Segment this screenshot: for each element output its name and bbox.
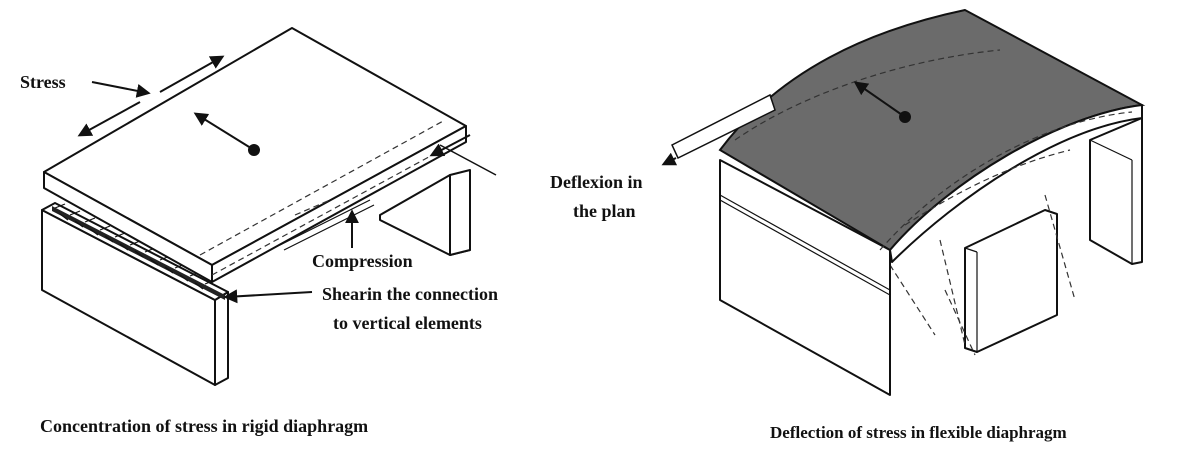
rigid-caption: Concentration of stress in rigid diaphra…	[40, 416, 368, 436]
rigid-force-arrow	[193, 112, 255, 151]
flexible-right-wall	[1089, 117, 1143, 265]
flexible-slab-edge	[889, 104, 1143, 263]
stress-label: Stress	[20, 72, 66, 92]
shear-arrow	[223, 289, 313, 304]
flexible-front-wall	[719, 159, 891, 396]
stress-pointer	[91, 81, 151, 98]
deflexion-pointer	[661, 152, 678, 166]
rigid-right-wall	[379, 169, 471, 256]
compression-label: Compression	[312, 251, 413, 271]
deflected-wall	[889, 194, 1076, 356]
flexible-diaphragm-figure: Deflexion in the plan Deflection of stre…	[550, 8, 1146, 442]
stress-arrow-upper	[159, 55, 225, 93]
flexible-caption: Deflection of stress in flexible diaphra…	[770, 423, 1067, 442]
edge-arrow-right	[429, 134, 471, 157]
stress-arrow-lower	[77, 101, 141, 137]
flexible-force-arrow	[853, 81, 906, 118]
shear-label-line1: Shearin the connection	[322, 284, 498, 304]
deflexion-label-line2: the plan	[573, 201, 636, 221]
edge-line-right	[439, 144, 497, 176]
shear-label-line2: to vertical elements	[333, 313, 482, 333]
shear-connection-marks	[52, 203, 225, 300]
rigid-diaphragm-figure: Stress Compression Shearin the connectio…	[20, 27, 498, 436]
deflexion-label-line1: Deflexion in	[550, 172, 643, 192]
